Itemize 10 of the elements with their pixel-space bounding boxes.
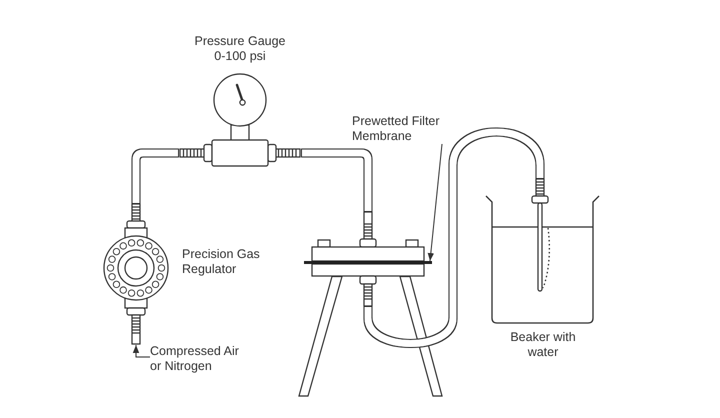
beaker-label: Beaker with water <box>509 330 577 360</box>
filter-membrane <box>304 261 432 264</box>
arrow <box>132 344 150 358</box>
tubing <box>302 150 372 211</box>
gauge-label: Pressure Gauge 0-100 psi <box>193 34 287 64</box>
tubing <box>132 150 178 203</box>
membrane-label: Prewetted Filter Membrane <box>352 114 456 144</box>
regulator-label: Precision Gas Regulator <box>182 247 261 277</box>
leader-arrow <box>428 144 442 262</box>
gas-source-label: Compressed Air or Nitrogen <box>150 344 250 374</box>
